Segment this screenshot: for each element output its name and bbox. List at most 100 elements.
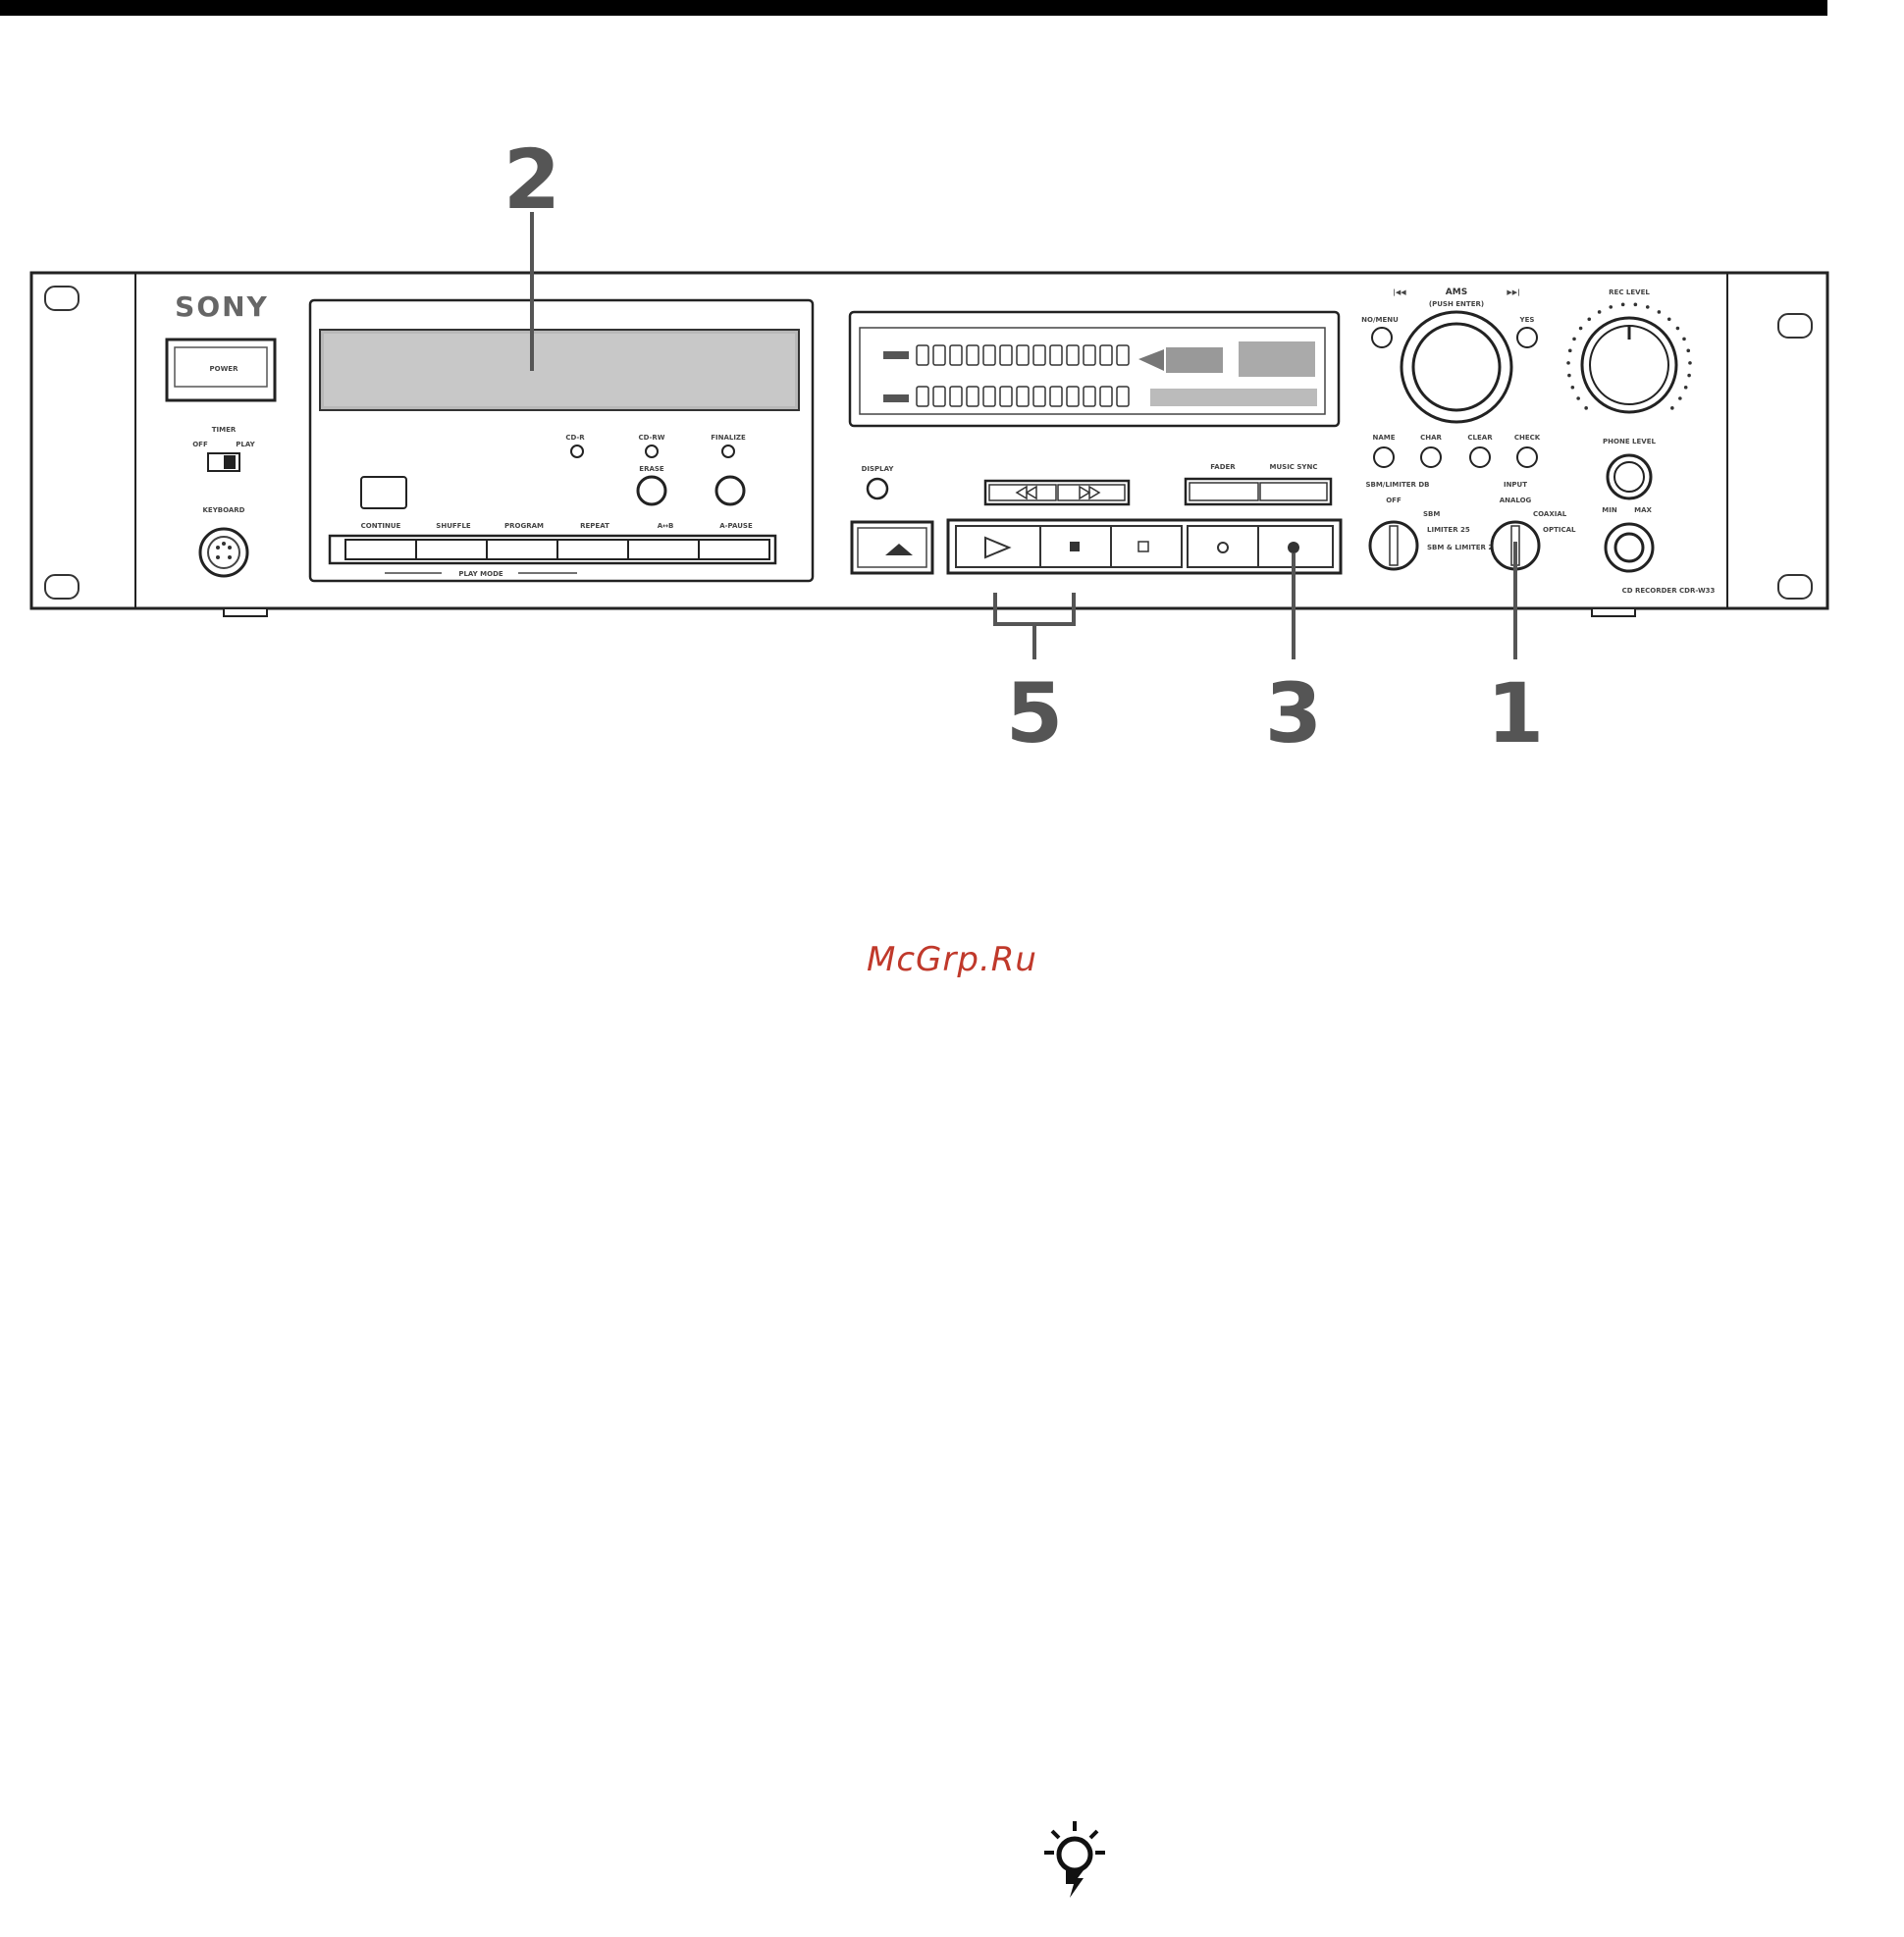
- rec-level-tick: [1620, 302, 1625, 307]
- rec-level-tick: [1572, 337, 1576, 341]
- brand-logo: SONY: [175, 290, 269, 323]
- rec-level-tick: [1645, 305, 1650, 309]
- repeat-button[interactable]: [556, 539, 629, 560]
- fader-button[interactable]: [1189, 482, 1259, 501]
- play-mode-buttons: CONTINUE SHUFFLE PROGRAM REPEAT A↔B A-PA…: [328, 522, 777, 578]
- no-menu-button[interactable]: [1371, 327, 1393, 348]
- phone-min-label: MIN: [1602, 506, 1617, 514]
- play-mode-label-4: A↔B: [658, 522, 674, 530]
- phone-level-label: PHONE LEVEL: [1603, 438, 1656, 445]
- display-segment: [1016, 386, 1030, 407]
- play-mode-label-0: CONTINUE: [361, 522, 401, 530]
- music-sync-button[interactable]: [1259, 482, 1328, 501]
- play-mode-label-2: PROGRAM: [504, 522, 544, 530]
- prev-icon: |◀◀: [1393, 288, 1406, 297]
- a-pause-button[interactable]: [698, 539, 770, 560]
- rec-level-label: REC LEVEL: [1609, 288, 1650, 296]
- display-segment: [999, 344, 1013, 366]
- record-icon: [1288, 542, 1299, 553]
- yes-label: YES: [1519, 316, 1535, 324]
- rack-hole-icon: [44, 574, 79, 600]
- finalize-label: FINALIZE: [711, 434, 746, 442]
- rec-level-tick: [1584, 406, 1588, 410]
- watermark: McGrp.Ru: [867, 940, 1037, 979]
- finalize-indicator: [721, 445, 735, 458]
- display-segment: [1099, 386, 1113, 407]
- fader-label: FADER: [1210, 463, 1236, 471]
- rec-level-tick: [1666, 317, 1671, 322]
- rec-level-tick: [1578, 326, 1583, 331]
- sbm-pos-0: OFF: [1386, 497, 1402, 504]
- continue-button[interactable]: [344, 539, 417, 560]
- timer-label: TIMER: [212, 426, 237, 434]
- callout-1: 1: [1487, 665, 1544, 761]
- display-segment: [1083, 344, 1096, 366]
- rec-level-tick: [1683, 385, 1688, 390]
- rec-level-tick: [1682, 337, 1686, 341]
- rec-level-tick: [1587, 317, 1592, 322]
- display-segment: [999, 386, 1013, 407]
- input-pos-0: ANALOG: [1500, 497, 1532, 504]
- display-segment: [949, 386, 963, 407]
- header-black-bar: [0, 0, 1827, 16]
- eject-icon: [885, 544, 913, 555]
- fast-forward-icon: [1079, 485, 1101, 500]
- display-segment: [1066, 344, 1080, 366]
- yes-button[interactable]: [1516, 327, 1538, 348]
- callout-2: 2: [503, 131, 560, 228]
- pause-icon: [1137, 541, 1149, 552]
- shuffle-button[interactable]: [415, 539, 488, 560]
- push-enter-label: (PUSH ENTER): [1429, 300, 1484, 308]
- rack-hole-icon: [1777, 574, 1813, 600]
- check-label: CHECK: [1514, 434, 1541, 442]
- rec-level-tick: [1567, 348, 1572, 353]
- cd-rw-indicator: [645, 445, 659, 458]
- next-icon: ▶▶|: [1507, 288, 1519, 297]
- model-label: CD RECORDER CDR-W33: [1622, 587, 1716, 595]
- power-label: POWER: [210, 365, 239, 373]
- rec-level-tick: [1570, 385, 1575, 390]
- play-mode-title: PLAY MODE: [458, 570, 503, 578]
- clear-button[interactable]: [1469, 446, 1491, 468]
- display-segment: [932, 344, 946, 366]
- rewind-icon: [1015, 485, 1037, 500]
- rec-level-tick: [1688, 361, 1692, 365]
- rack-hole-icon: [44, 286, 79, 311]
- clear-label: CLEAR: [1467, 434, 1493, 442]
- callout-3: 3: [1265, 665, 1322, 761]
- sbm-pos-3: SBM & LIMITER 25: [1427, 544, 1498, 551]
- char-label: CHAR: [1420, 434, 1442, 442]
- display-segment: [966, 386, 979, 407]
- rec-level-tick: [1609, 305, 1613, 309]
- input-pos-2: OPTICAL: [1543, 526, 1576, 534]
- erase-label: ERASE: [639, 465, 664, 473]
- stop-icon: [1070, 542, 1080, 551]
- name-button[interactable]: [1373, 446, 1395, 468]
- char-button[interactable]: [1420, 446, 1442, 468]
- rec-level-tick: [1633, 302, 1638, 307]
- rec-level-tick: [1670, 406, 1674, 410]
- music-sync-label: MUSIC SYNC: [1270, 463, 1318, 471]
- name-label: NAME: [1372, 434, 1395, 442]
- rec-mute-icon: [1217, 542, 1229, 553]
- input-label: INPUT: [1504, 481, 1527, 489]
- play-mode-label-1: SHUFFLE: [436, 522, 471, 530]
- display-segment: [982, 344, 996, 366]
- program-button[interactable]: [486, 539, 558, 560]
- display-button[interactable]: [866, 477, 889, 500]
- a-b-button[interactable]: [627, 539, 700, 560]
- cd-r-indicator: [570, 445, 584, 458]
- remote-sensor: [360, 476, 407, 509]
- sbm-label: SBM/LIMITER DB: [1365, 481, 1429, 489]
- ams-label: AMS: [1446, 288, 1467, 297]
- rec-level-tick: [1576, 396, 1580, 400]
- check-button[interactable]: [1516, 446, 1538, 468]
- cd-r-label: CD-R: [565, 434, 585, 442]
- play-icon: [984, 536, 1012, 559]
- rec-level-tick: [1657, 310, 1662, 314]
- finalize-button[interactable]: [714, 475, 746, 506]
- display-segment: [1099, 344, 1113, 366]
- erase-button[interactable]: [636, 475, 667, 506]
- input-pos-1: COAXIAL: [1533, 510, 1567, 518]
- display-segment: [1116, 386, 1130, 407]
